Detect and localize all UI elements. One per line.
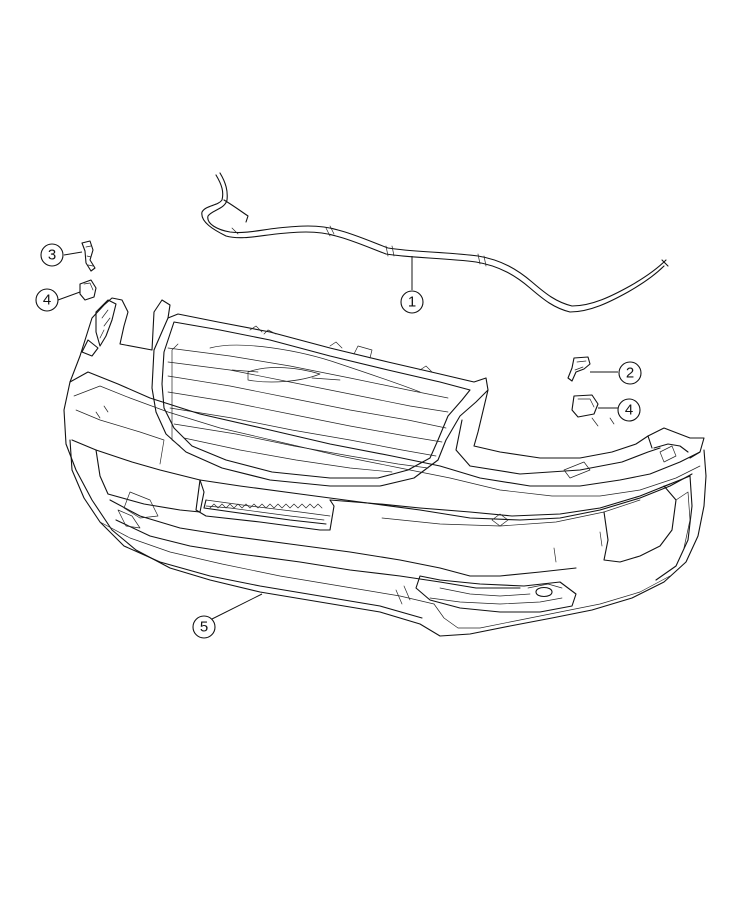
callout-4-right[interactable]: 4 <box>617 398 641 422</box>
callout-5-label: 5 <box>200 619 208 636</box>
callout-4-left-label: 4 <box>43 292 51 309</box>
nozzle-cover-right <box>571 394 599 418</box>
callout-2-label: 2 <box>626 365 634 382</box>
callout-3[interactable]: 3 <box>40 243 64 267</box>
callout-5[interactable]: 5 <box>192 615 216 639</box>
callout-4-left[interactable]: 4 <box>35 288 59 312</box>
front-bumper-fascia <box>63 297 707 637</box>
nozzle-right <box>567 356 591 382</box>
callout-4-right-label: 4 <box>625 402 633 419</box>
callout-1[interactable]: 1 <box>400 290 424 314</box>
leader-lines <box>57 251 618 621</box>
callout-2[interactable]: 2 <box>618 361 642 385</box>
nozzle-left <box>81 240 96 272</box>
callout-3-label: 3 <box>48 247 56 264</box>
washer-hose <box>201 172 669 313</box>
nozzle-cover-left <box>79 279 97 301</box>
callout-1-label: 1 <box>408 294 416 311</box>
